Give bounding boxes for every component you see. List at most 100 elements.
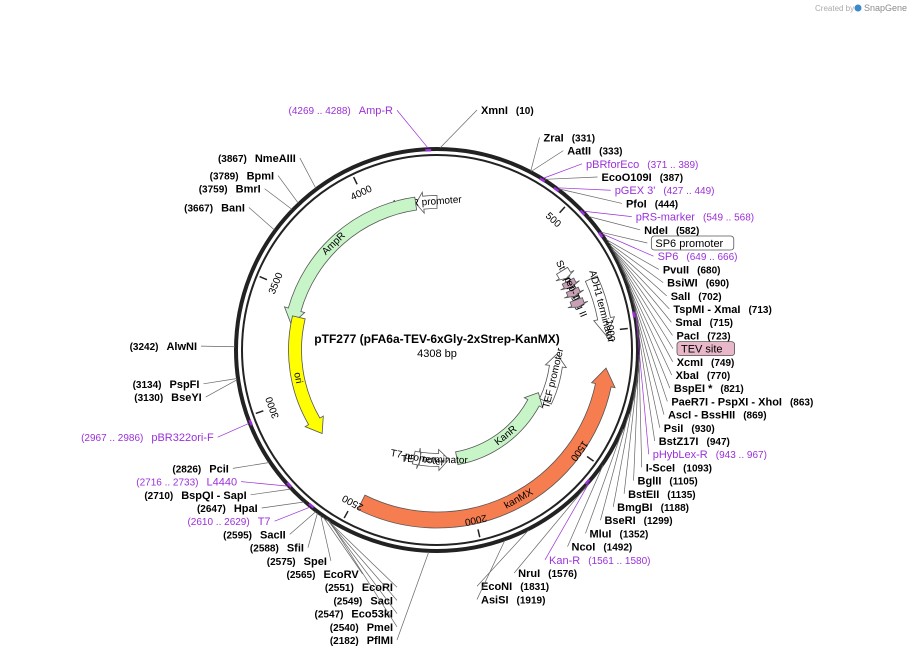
primer-range: (549 .. 568) — [703, 213, 754, 224]
site-bmgbi[interactable]: BmgBI(1188) — [617, 502, 689, 514]
feature-t7-promoter[interactable] — [411, 447, 422, 469]
primer-l4440[interactable]: (2716 .. 2733)L4440 — [136, 477, 237, 489]
site-bsiwi[interactable]: BsiWI(690) — [667, 278, 729, 290]
site-smai[interactable]: SmaI (715) — [675, 317, 733, 329]
svg-text:PaeR7I - PspXI - XhoI(863): PaeR7I - PspXI - XhoI(863) — [671, 396, 813, 408]
site-bmri[interactable]: (3759)BmrI — [199, 184, 261, 196]
feature-ampr[interactable] — [283, 196, 418, 326]
site-asisi[interactable]: AsiSI(1919) — [481, 594, 545, 606]
feature-adh1-terminator[interactable] — [584, 275, 616, 337]
feature-tef-promoter[interactable] — [539, 353, 568, 405]
label-leader — [248, 207, 275, 231]
site-psii[interactable]: PsiI(930) — [664, 423, 715, 435]
feature-ori[interactable] — [288, 315, 324, 435]
svg-text:AatII(333): AatII(333) — [567, 146, 622, 158]
site-econi[interactable]: EcoNI(1831) — [481, 581, 549, 593]
site-bani[interactable]: (3667)BanI — [184, 202, 245, 214]
box-tev-site[interactable]: TEV site — [676, 341, 735, 357]
site-bspqi-sapi[interactable]: (2710)BspQI - SapI — [144, 490, 246, 502]
site-saci[interactable]: (2549)SacI — [333, 595, 393, 607]
site-name: AlwNI — [166, 341, 197, 353]
feature-kanmx[interactable] — [357, 367, 616, 529]
primer-phyblex-r[interactable]: pHybLex-R(943 .. 967) — [653, 449, 767, 461]
site-bglii[interactable]: BglII(1105) — [638, 476, 698, 488]
site-name: PfoI — [626, 198, 647, 210]
site-alwni[interactable]: (3242)AlwNI — [130, 341, 197, 353]
site-tspmi-xmai[interactable]: TspMI - XmaI(713) — [673, 304, 771, 316]
primer-pbrforeco[interactable]: pBRforEco(371 .. 389) — [586, 159, 698, 171]
site-sacii[interactable]: (2595)SacII — [223, 529, 286, 541]
site-eco53ki[interactable]: (2547)Eco53kI — [315, 609, 394, 621]
primer-t7[interactable]: (2610 .. 2629)T7 — [187, 516, 270, 528]
site-sali[interactable]: SalI(702) — [671, 291, 722, 303]
svg-text:NruI(1576): NruI(1576) — [518, 568, 577, 580]
svg-text:I-SceI(1093): I-SceI(1093) — [646, 462, 712, 474]
site-ndei[interactable]: NdeI(582) — [644, 225, 699, 237]
site-asci-bsshii[interactable]: AscI - BssHII(869) — [668, 410, 767, 422]
site-position: (2182) — [330, 636, 359, 647]
site-position: (770) — [707, 371, 730, 382]
primer-mark — [553, 186, 560, 193]
site-bseri[interactable]: BseRI(1299) — [604, 515, 672, 527]
site-bsteii[interactable]: BstEII(1135) — [628, 489, 696, 501]
site-position: (1492) — [603, 543, 632, 554]
feature-strep-tag-ii[interactable] — [560, 277, 580, 291]
svg-text:(2182)PflMI: (2182)PflMI — [330, 635, 393, 647]
box-label: TEV site — [681, 344, 723, 356]
svg-text:PsiI(930): PsiI(930) — [664, 423, 715, 435]
site-pvuii[interactable]: PvuII(680) — [663, 264, 721, 276]
snapgene-logo-icon — [854, 4, 862, 12]
feature-kanr[interactable] — [455, 392, 544, 466]
site-pfoi[interactable]: PfoI (444) — [626, 198, 678, 210]
site-ecoo109i[interactable]: EcoO109I(387) — [602, 172, 684, 184]
site-ecori[interactable]: (2551)EcoRI — [325, 582, 393, 594]
site-position: (715) — [710, 318, 733, 329]
site-nmeaiii[interactable]: (3867)NmeAIII — [218, 153, 296, 165]
site-xcmi[interactable]: XcmI(749) — [677, 357, 735, 369]
site-zrai[interactable]: ZraI(331) — [544, 132, 596, 144]
svg-text:(2595)SacII: (2595)SacII — [223, 529, 286, 541]
box-sp6-promoter[interactable]: SP6 promoter — [650, 235, 735, 251]
feature-tef-terminator[interactable] — [418, 448, 450, 472]
site-aatii[interactable]: AatII(333) — [567, 146, 622, 158]
svg-text:SmaI(715): SmaI (715) — [675, 317, 733, 329]
label-leader — [513, 484, 589, 574]
svg-text:(3134)PspFI: (3134)PspFI — [133, 379, 200, 391]
site-pcii[interactable]: (2826)PciI — [172, 463, 228, 475]
feature-strep-tag-ii[interactable] — [567, 297, 589, 309]
site-nrui[interactable]: NruI(1576) — [518, 568, 577, 580]
site-paer7i-pspxi-xhoi[interactable]: PaeR7I - PspXI - XhoI(863) — [671, 396, 813, 408]
primer-name: pBRforEco — [586, 159, 639, 171]
site-hpai[interactable]: (2647)HpaI — [197, 503, 258, 515]
primer-kan-r[interactable]: Kan-R(1561 .. 1580) — [549, 555, 650, 567]
site-ecorv[interactable]: (2565)EcoRV — [287, 569, 360, 581]
site-xmni[interactable]: XmnI(10) — [481, 105, 534, 117]
site-pspfi[interactable]: (3134)PspFI — [133, 379, 200, 391]
site-ncoi[interactable]: NcoI(1492) — [572, 542, 633, 554]
site-spei[interactable]: (2575)SpeI — [267, 556, 327, 568]
primer-pgex-3[interactable]: pGEX 3'(427 .. 449) — [615, 185, 715, 197]
site-mlui[interactable]: MluI(1352) — [589, 528, 648, 540]
site-bpmi[interactable]: (3789)BpmI — [210, 171, 274, 183]
primer-sp6[interactable]: SP6(649 .. 666) — [658, 251, 738, 263]
svg-text:(2716 .. 2733)L4440: (2716 .. 2733)L4440 — [136, 477, 237, 489]
site-bseyi[interactable]: (3130)BseYI — [134, 392, 201, 404]
site-paci[interactable]: PacI(723) — [677, 330, 731, 342]
site-i-scei[interactable]: I-SceI(1093) — [646, 462, 712, 474]
primer-prs-marker[interactable]: pRS-marker(549 .. 568) — [636, 212, 754, 224]
site-name: NdeI — [644, 225, 668, 237]
primer-pbr322ori-f[interactable]: (2967 .. 2986)pBR322ori-F — [81, 432, 214, 444]
site-sfii[interactable]: (2588)SfiI — [250, 543, 304, 555]
site-name: SmaI — [675, 317, 701, 329]
site-pflmi[interactable]: (2182)PflMI — [330, 635, 393, 647]
feature-strep-tag-ii[interactable] — [564, 286, 584, 299]
feature-6xgly[interactable] — [555, 266, 575, 282]
site-name: PciI — [209, 463, 229, 475]
site-bspei[interactable]: BspEI *(821) — [674, 383, 744, 395]
site-pmei[interactable]: (2540)PmeI — [330, 622, 393, 634]
site-bstz17i[interactable]: BstZ17I(947) — [659, 436, 730, 448]
site-position: (444) — [655, 199, 678, 210]
primer-amp-r[interactable]: (4269 .. 4288)Amp-R — [289, 105, 394, 117]
site-xbai[interactable]: XbaI(770) — [676, 370, 731, 382]
feature-ampr-promoter[interactable] — [415, 190, 438, 215]
